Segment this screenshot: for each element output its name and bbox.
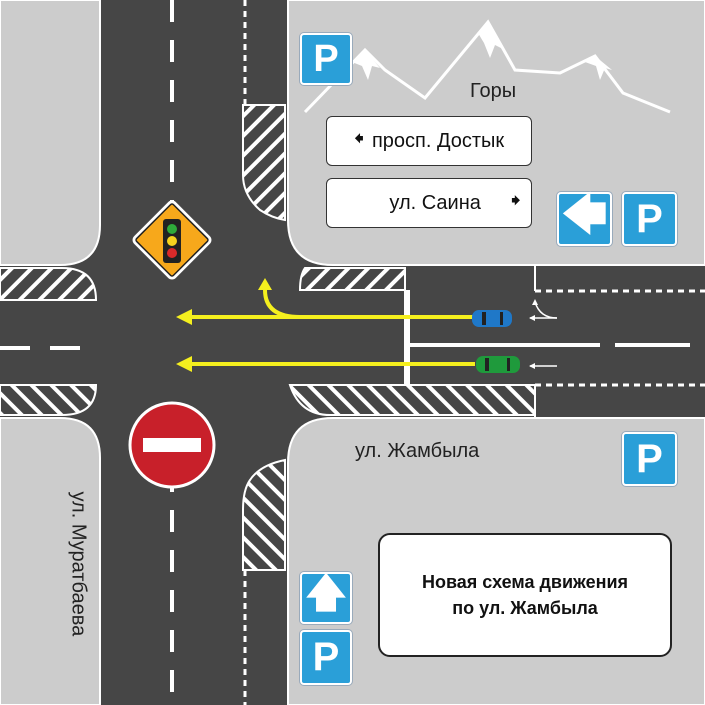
hatched-zone (242, 104, 286, 222)
direction-sign-text: просп. Достык (371, 129, 505, 152)
car-blue (472, 310, 512, 327)
info-box: Новая схема движения по ул. Жамбыла (378, 533, 672, 657)
info-line-1: Новая схема движения (421, 572, 629, 592)
car-green (476, 356, 520, 373)
street-label-muratbaeva: ул. Муратбаева (67, 491, 90, 637)
direction-sign-dostyk: 🠸 просп. Достык (326, 116, 532, 166)
direction-sign-text: ул. Саина (389, 191, 481, 214)
route-arrows (190, 289, 475, 366)
arrow-left-icon: 🠸 (353, 128, 364, 150)
hatched-zone (298, 267, 406, 291)
direction-sign-saina: ул. Саина 🠺 (326, 178, 532, 228)
block-bottom-left (0, 417, 101, 705)
mountains-label: Горы (470, 80, 517, 102)
info-line-2: по ул. Жамбыла (452, 598, 598, 618)
mountain-snow (352, 22, 612, 80)
parking-sign: P (622, 192, 677, 246)
parking-sign: P (300, 33, 352, 85)
parking-sign: P (622, 432, 677, 486)
hatched-zone (0, 384, 98, 416)
hatched-zone (242, 458, 286, 571)
arrow-left-sign-icon: 🡄 (557, 190, 612, 246)
route-arrowhead-icon (176, 278, 272, 372)
no-entry-sign (128, 401, 216, 489)
arrow-up-sign-icon: 🡅 (300, 571, 352, 624)
block-top-left (0, 0, 101, 266)
hatched-zone (0, 267, 98, 301)
parking-sign: P (300, 630, 352, 685)
arrow-right-icon: 🠺 (510, 190, 521, 212)
hatched-zone (288, 384, 536, 416)
street-label-zhambyla: ул. Жамбыла (355, 440, 480, 462)
traffic-light-warning-sign (132, 200, 212, 280)
